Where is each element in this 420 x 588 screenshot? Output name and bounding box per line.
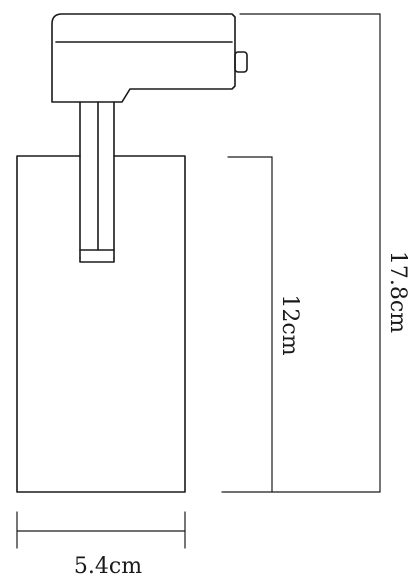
dim-total-height-label: 17.8cm [385,251,410,333]
dim-body-height-label: 12cm [277,294,302,355]
lamp-body [16,155,186,493]
dimension-body-height: 12cm [221,156,302,493]
connecting-stem [79,101,115,263]
stem-bottom-cap [79,257,115,263]
lamp-body-outline [16,155,186,493]
dimension-body-width: 5.4cm [16,511,186,579]
adapter-outline [51,13,236,103]
dimension-total-height: 17.8cm [239,13,410,493]
dim-body-width-label: 5.4cm [74,554,142,579]
track-adapter [51,13,248,103]
adapter-latch-button [234,51,248,73]
